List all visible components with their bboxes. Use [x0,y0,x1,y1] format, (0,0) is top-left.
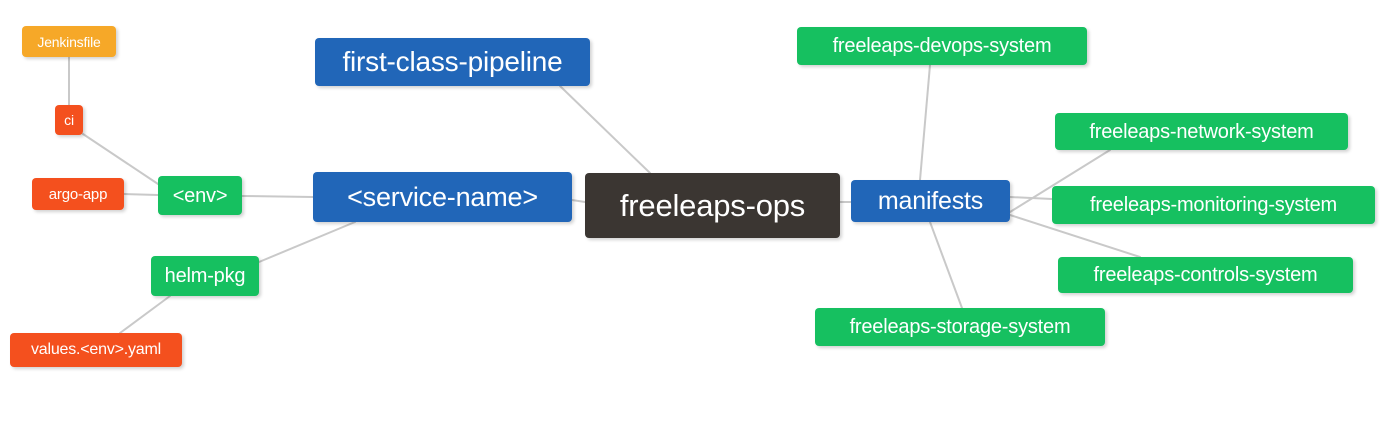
node-label-service-name: <service-name> [347,181,538,212]
node-freeleaps-devops-system[interactable]: freeleaps-devops-system [797,27,1087,65]
node-first-class-pipeline[interactable]: first-class-pipeline [315,38,590,86]
node-label-freeleaps-devops-system: freeleaps-devops-system [832,35,1052,57]
node-env[interactable]: <env> [158,176,242,215]
node-freeleaps-network-system[interactable]: freeleaps-network-system [1055,113,1348,150]
node-label-helm-pkg: helm-pkg [164,265,246,287]
node-helm-pkg[interactable]: helm-pkg [151,256,259,296]
node-label-argo-app: argo-app [48,185,108,203]
node-label-freeleaps-ops: freeleaps-ops [619,188,806,223]
node-service-name[interactable]: <service-name> [313,172,572,222]
node-label-freeleaps-network-system: freeleaps-network-system [1089,120,1314,143]
node-freeleaps-monitoring-system[interactable]: freeleaps-monitoring-system [1052,186,1375,224]
node-label-first-class-pipeline: first-class-pipeline [342,46,563,77]
edge-manifests-to-freeleaps-monitoring-system [1009,196,1053,200]
edge-service-name-to-freeleaps-ops [571,199,586,203]
node-label-ci: ci [64,112,74,128]
node-argo-app[interactable]: argo-app [32,178,124,210]
node-freeleaps-controls-system[interactable]: freeleaps-controls-system [1058,257,1353,293]
edge-service-name-to-helm-pkg [258,221,356,263]
edge-manifests-to-freeleaps-storage-system [929,221,963,309]
edge-helm-pkg-to-values-yaml [119,295,171,334]
node-freeleaps-ops[interactable]: freeleaps-ops [585,173,840,238]
node-values-yaml[interactable]: values.<env>.yaml [10,333,182,367]
node-label-freeleaps-controls-system: freeleaps-controls-system [1093,264,1318,286]
edge-env-to-service-name [241,195,314,198]
node-manifests[interactable]: manifests [851,180,1010,222]
node-label-env: <env> [172,184,228,207]
node-jenkinsfile[interactable]: Jenkinsfile [22,26,116,57]
node-label-manifests: manifests [877,186,984,215]
node-freeleaps-storage-system[interactable]: freeleaps-storage-system [815,308,1105,346]
edge-manifests-to-freeleaps-devops-system [919,64,931,181]
edge-argo-app-to-env [123,193,159,196]
node-label-jenkinsfile: Jenkinsfile [37,33,101,50]
edge-first-class-pipeline-to-freeleaps-ops [559,85,651,174]
node-label-freeleaps-monitoring-system: freeleaps-monitoring-system [1090,194,1337,216]
node-ci[interactable]: ci [55,105,83,135]
edge-ci-to-env [82,133,159,185]
node-label-values-yaml: values.<env>.yaml [30,341,161,358]
node-label-freeleaps-storage-system: freeleaps-storage-system [849,316,1071,338]
